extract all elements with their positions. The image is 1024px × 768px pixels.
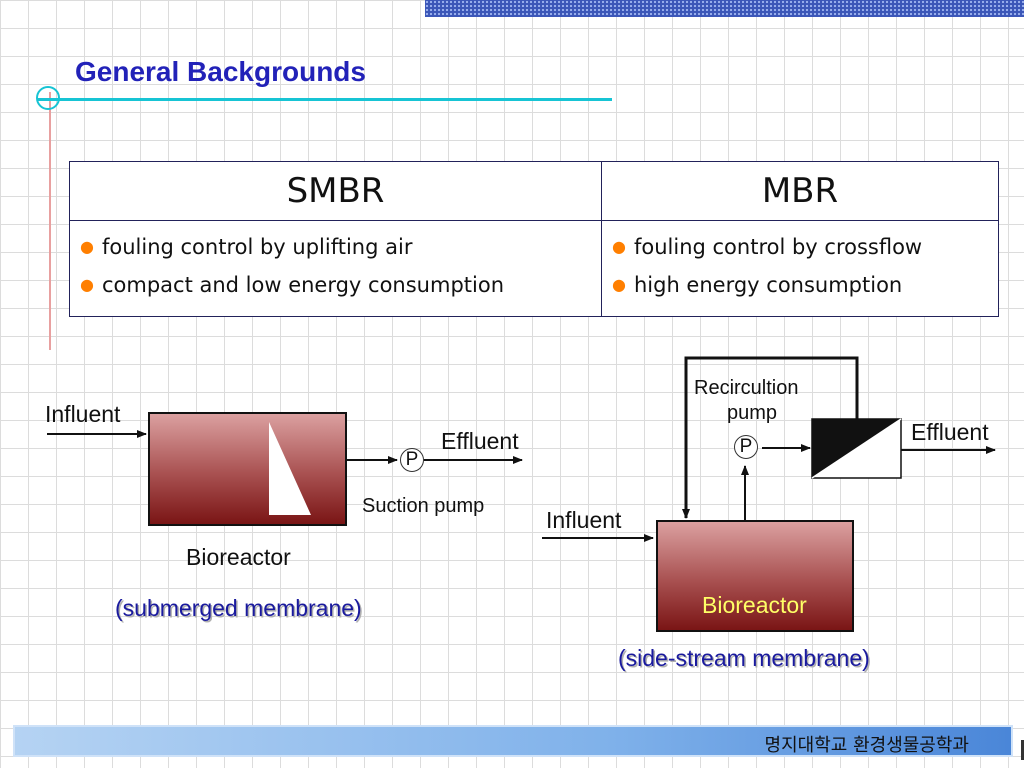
left-effluent-label: Effluent <box>441 428 519 454</box>
right-bioreactor-label: Bioreactor <box>702 592 807 618</box>
decor-circle <box>36 86 60 110</box>
recirculation-loop <box>682 356 859 519</box>
list-item: ● fouling control by crossflow <box>612 229 998 267</box>
left-influent-label: Influent <box>45 401 121 427</box>
bullet-icon: ● <box>612 275 626 294</box>
footer-bar <box>15 727 1011 755</box>
smbr-cell: ● fouling control by uplifting air ● compa… <box>69 220 602 317</box>
mbr-cell: ● fouling control by crossflow ● high ener… <box>601 220 999 317</box>
right-caption: (side-stream membrane) <box>618 645 870 671</box>
left-bioreactor-label: Bioreactor <box>186 544 291 570</box>
comparison-table: SMBR MBR ● fouling control by uplifting a… <box>69 161 999 317</box>
page-title: General Backgrounds <box>75 56 366 87</box>
right-bioreactor-tank: Bioreactor <box>656 520 854 632</box>
suction-pump-label: Suction pump <box>362 495 485 517</box>
table-header-row: SMBR MBR <box>69 161 999 221</box>
right-effluent-label: Effluent <box>911 419 989 445</box>
right-influent-label: Influent <box>546 507 622 533</box>
recirculation-pump-icon: P <box>734 435 758 459</box>
table-body-row: ● fouling control by uplifting air ● compa… <box>69 220 999 317</box>
smbr-point-2: compact and low energy consumption <box>101 273 505 297</box>
mbr-point-2: high energy consumption <box>633 273 903 297</box>
smbr-point-1: fouling control by uplifting air <box>101 235 413 259</box>
bullet-icon: ● <box>80 275 94 294</box>
mbr-point-1: fouling control by crossflow <box>633 235 923 259</box>
header-smbr: SMBR <box>69 161 602 221</box>
title-underline <box>38 98 612 101</box>
submerged-membrane-icon <box>269 422 311 515</box>
list-item: ● compact and low energy consumption <box>80 267 601 305</box>
decor-vertical-line <box>49 92 51 350</box>
corner-mark <box>1021 740 1024 760</box>
membrane-module-icon <box>811 418 902 479</box>
footer-department: 명지대학교 환경생물공학과 <box>764 735 969 756</box>
top-pattern-band <box>425 0 1024 17</box>
left-bioreactor-tank <box>148 412 347 526</box>
recirculation-label-line1: Recircultion <box>694 377 799 399</box>
bullet-icon: ● <box>612 237 626 256</box>
list-item: ● fouling control by uplifting air <box>80 229 601 267</box>
left-caption: (submerged membrane) <box>115 595 362 621</box>
suction-pump-icon: P <box>400 448 424 472</box>
bullet-icon: ● <box>80 237 94 256</box>
header-mbr: MBR <box>601 161 999 221</box>
list-item: ● high energy consumption <box>612 267 998 305</box>
recirculation-label-line2: pump <box>727 402 778 424</box>
